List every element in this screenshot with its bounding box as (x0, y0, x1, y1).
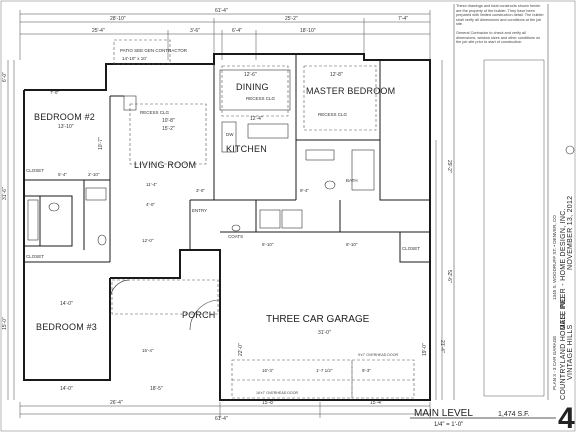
dim-dining-size: 12'-6" (244, 72, 257, 78)
dim-master-size: 12'-8" (330, 72, 343, 78)
room-coats: COATS (228, 234, 243, 239)
dim-living-height: 10'-8" (162, 118, 175, 124)
room-living: LIVING ROOM (134, 160, 196, 170)
garage-door-double: 16'x7' OVERHEAD DOOR (256, 391, 299, 395)
room-garage: THREE CAR GARAGE (266, 314, 370, 325)
dim-door-c: 9'-3" (362, 368, 371, 373)
room-bedroom3: BEDROOM #3 (36, 322, 97, 332)
dim-7-0: 7'-0" (50, 90, 59, 95)
footer-scale: 1/4" = 1'-0" (434, 422, 463, 428)
dim-3-0: 3'-0" (196, 188, 205, 193)
dim-bed2-height: 10'-7" (98, 137, 104, 150)
dim-8-10: 8'-10" (346, 242, 358, 247)
dim-garage-depth2: 19'-0" (422, 343, 428, 356)
dim-patio-size: 14'-10" x 10' (122, 56, 147, 61)
exterior-walls (23, 53, 431, 401)
room-master: MASTER BEDROOM (306, 86, 395, 96)
interior-dimensions: 7'-0" 5'-4" 2'-10" 4'-0" 3'-0" 6'-10" 8'… (50, 90, 371, 373)
dim-top-right: 7'-4" (398, 16, 408, 22)
drawing-date: NOVEMBER 13, 2012 (567, 196, 574, 270)
dim-top2-c: 6'-4" (232, 28, 242, 34)
footer: MAIN LEVEL 1,474 S.F. 1/4" = 1'-0" 4 (410, 402, 575, 435)
side-dimension-strings: 6'-0" 31'-6" 15'-0" 29'-2" 52'-6" 21'-4" (2, 60, 452, 400)
dim-top2-a: 25'-4" (92, 28, 105, 34)
disclaimer-note: These drawings and total constructs show… (456, 4, 544, 27)
dim-top-mid: 25'-2" (285, 16, 298, 22)
dim-bottom-b: 15'-8" (262, 400, 275, 406)
dim-top2-b: 3'-6" (190, 28, 200, 34)
recess-master: RECESS CLG (318, 112, 348, 117)
room-dining: DINING (236, 82, 269, 92)
closet-b: CLOSET (26, 254, 44, 259)
dim-11-4: 11'-4" (146, 182, 158, 187)
dim-overall-width: 61'-4" (215, 8, 228, 14)
patio-porch (111, 39, 219, 315)
closet-a: CLOSET (26, 168, 44, 173)
dim-4-0: 4'-0" (146, 202, 155, 207)
bottom-dimension-strings: 61'-4" 26'-4" 15'-8" 15'-4" 14'-0" 18'-5… (19, 386, 431, 422)
closet-c: CLOSET (402, 246, 420, 251)
dim-2-10: 2'-10" (88, 172, 100, 177)
designer-address: 1345 S. WOODRUFF ST. • DENVER, CO (552, 215, 557, 300)
room-patio: PATIO SEE GEN CONTRACTOR (120, 48, 188, 53)
dim-garage-width: 31'-0" (318, 330, 331, 336)
recess-dining: RECESS CLG (246, 96, 276, 101)
dim-bed3-size: 14'-0" (60, 301, 73, 307)
dim-kitchen-width: 12'-4" (250, 116, 263, 122)
dim-bed2-size: 13'-10" (58, 124, 74, 130)
dim-right-low: 21'-4" (439, 340, 445, 353)
dim-12-0: 12'-0" (142, 238, 154, 243)
room-bath: BATH (346, 178, 358, 183)
dim-15-4: 15'-4" (142, 348, 154, 353)
dim-9-4: 9'-4" (300, 188, 309, 193)
interior-walls (24, 54, 430, 263)
dim-garage-depth: 22'-0" (238, 343, 244, 356)
dim-door-a: 16'-3" (262, 368, 274, 373)
plan-name: PLAN 3 - 3 CAR GARAGE (552, 336, 557, 390)
recess-living: RECESS CLG (140, 110, 170, 115)
dim-bottom-c: 15'-4" (370, 400, 383, 406)
dim-right-overall: 52'-6" (446, 270, 452, 283)
title-block: DALE PEER - HOME DESIGN, INC. 1345 S. WO… (453, 4, 575, 400)
kitchen-dw: DW (226, 132, 234, 137)
dim-5-4: 5'-4" (58, 172, 67, 177)
dim-porch-width: 18'-5" (150, 386, 163, 392)
recessed-ceilings (129, 65, 377, 165)
designer-logo-icon (565, 145, 575, 155)
dim-6-10: 6'-10" (262, 242, 274, 247)
dim-top-left: 28'-10" (110, 16, 126, 22)
dim-living-width: 15'-2" (162, 126, 175, 132)
fixtures (27, 69, 375, 331)
room-kitchen: KITCHEN (226, 144, 267, 154)
footer-area: 1,474 S.F. (498, 411, 530, 418)
footer-level: MAIN LEVEL (414, 408, 473, 419)
dim-door-b: 1'-7 1/2" (316, 368, 333, 373)
sheet-number: 4 (558, 402, 575, 432)
project-name: VINTAGE HILLS (567, 324, 574, 380)
room-bedroom2: BEDROOM #2 (34, 112, 95, 122)
dim-top2-d: 18'-10" (300, 28, 316, 34)
top-dimension-strings: 61'-4" 28'-10" 25'-2" 7'-4" 25'-4" 3'-6"… (19, 8, 431, 60)
notes-column: These drawings and total constructs show… (456, 4, 546, 144)
dim-left-bottom: 15'-0" (2, 317, 8, 330)
dim-left-overall: 31'-6" (2, 187, 8, 200)
dim-right-mid: 29'-2" (446, 160, 452, 173)
general-note: General Contractor to check and verify a… (456, 30, 541, 45)
room-labels: BEDROOM #2 13'-10" 10'-7" BEDROOM #3 14'… (26, 48, 428, 356)
dim-bottom-left: 14'-0" (60, 386, 73, 392)
designer-name: DALE PEER - HOME DESIGN, INC. (560, 208, 567, 330)
dim-bottom-overall: 61'-4" (215, 416, 228, 422)
garage-doors (231, 359, 415, 399)
garage-door-single: 9'x7' OVERHEAD DOOR (358, 353, 399, 357)
room-porch: PORCH (182, 310, 216, 320)
dim-bottom-a: 26'-4" (110, 400, 123, 406)
builder-name: COUNTRYLAND HOMES, INC. (560, 294, 567, 400)
room-entry: ENTRY (192, 208, 207, 213)
dim-left-top: 6'-0" (2, 72, 8, 82)
